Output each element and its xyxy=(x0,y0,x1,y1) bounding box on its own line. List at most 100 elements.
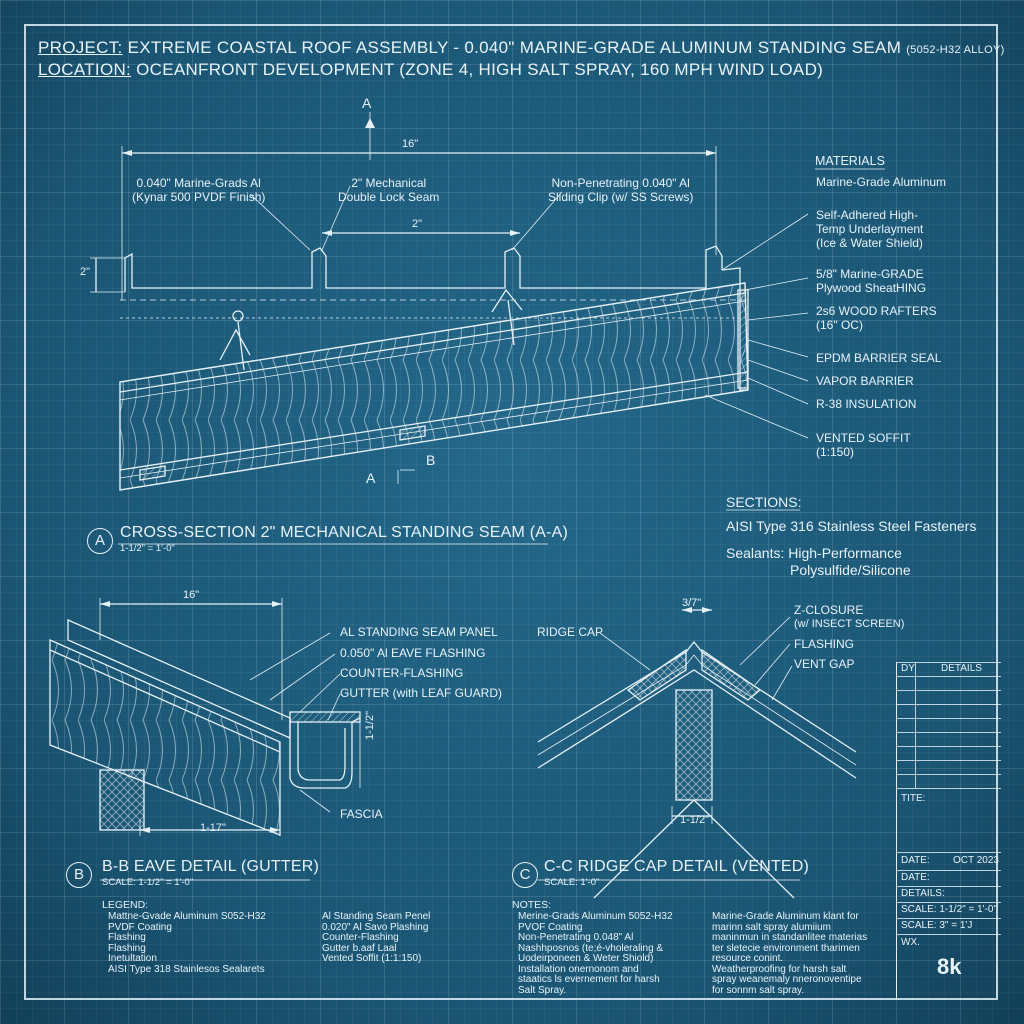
section-cc-drawing xyxy=(537,609,857,899)
note-item: Marine-Grade Aluminum klant for xyxy=(712,911,859,922)
note-item: Non-Penetrating 0.048" Al xyxy=(518,932,634,943)
cc-callout-vent-gap: VENT GAP xyxy=(794,657,855,671)
section-bubble-c: C xyxy=(512,862,538,888)
legend-col-1: Mattne-Gvade Aluminum S052-H32 PVDF Coat… xyxy=(108,911,266,975)
cc-dim-bottom: 1-1/2" xyxy=(680,814,709,826)
bb-callout: FASCIA xyxy=(340,807,383,821)
tb-col-by: DY xyxy=(901,663,915,674)
notes-heading: NOTES: xyxy=(512,899,552,911)
bb-callout: AL STANDING SEAM PANEL xyxy=(340,625,498,639)
tb-sheet-value: 8k xyxy=(937,954,962,979)
legend-item: PVDF Coating xyxy=(108,921,172,933)
tb-date-label: DATE: xyxy=(901,855,930,866)
legend-item: Al Standing Seam Penel xyxy=(322,911,431,922)
bb-callout: COUNTER-FLASHING xyxy=(340,666,464,680)
legend-item: 0.020" Al Savo Plashing xyxy=(322,921,429,933)
section-bubble-b: B xyxy=(66,862,92,888)
notes-col-1: Merine-Grads Aluminum 5052-H32 PVOF Coat… xyxy=(518,911,673,996)
note-item: maninmun in standanlitee materias xyxy=(712,932,868,943)
note-item: Nashhposnos (te;é-vholeraling & xyxy=(518,942,664,954)
drawing-border xyxy=(24,24,998,1000)
sections-sealants: Sealants: High-Performance xyxy=(726,545,902,561)
note-item: Uodeirponeen & Weter Shiold) xyxy=(518,953,654,964)
location-key: LOCATION: xyxy=(38,60,132,79)
section-bb-title: B-B EAVE DETAIL (GUTTER) xyxy=(102,858,319,875)
note-item: Salt Spray. xyxy=(518,984,567,996)
bb-callout: GUTTER (with LEAF GUARD) xyxy=(340,686,503,700)
material-item: 2s6 WOOD RAFTERS (16" OC) xyxy=(816,304,937,332)
tb-wx-label: WX. xyxy=(901,937,920,948)
section-aa-scale: 1-1/2" = 1'-0" xyxy=(120,543,175,554)
tb-tite-label: TITE: xyxy=(901,793,926,804)
note-item: spray weanemaly nneronoventipe xyxy=(712,974,862,985)
note-item: Installation onernonom and xyxy=(518,963,639,975)
note-item: Weatherproofing for harsh salt xyxy=(712,963,847,975)
section-marker-a-bottom: A xyxy=(366,470,376,486)
dim-height-2: 2" xyxy=(80,266,91,278)
cc-callout-ridge-cap: RIDGE CAP xyxy=(537,625,604,639)
section-marker-a-top: A xyxy=(362,95,372,111)
legend-item: Vented Soffit (1:1:150) xyxy=(322,953,422,964)
bb-dim-height: 1-1/2" xyxy=(364,711,376,740)
project-key: PROJECT: xyxy=(38,38,123,57)
legend-heading: LEGEND: xyxy=(102,899,149,911)
material-item: EPDM BARRIER SEAL xyxy=(816,351,942,365)
project-line: PROJECT: EXTREME COASTAL ROOF ASSEMBLY -… xyxy=(38,38,1005,58)
section-aa-title: CROSS-SECTION 2" MECHANICAL STANDING SEA… xyxy=(120,524,569,541)
material-item: 5/8" Marine-GRADE Plywood SheatHING xyxy=(816,267,927,295)
project-value: EXTREME COASTAL ROOF ASSEMBLY - 0.040" M… xyxy=(127,38,902,57)
material-item: Self-Adhered High- Temp Underlayment (Ic… xyxy=(816,208,924,250)
notes-col-2: Marine-Grade Aluminum klant for marinn s… xyxy=(712,911,868,996)
cc-callout-z-closure: Z-CLOSURE (w/ INSECT SCREEN) xyxy=(794,603,905,630)
callout-seam: 2" Mechanical Double Lock Seam xyxy=(338,176,440,204)
sections-fasteners: AISI Type 316 Stainless Steel Fasteners xyxy=(726,518,977,534)
note-item: PVOF Coating xyxy=(518,921,583,933)
note-item: staatics ls evernement for harsh xyxy=(518,974,660,985)
project-alloy: (5052-H32 ALLOY) xyxy=(906,44,1005,56)
bb-dim-bottom: 1-17" xyxy=(200,822,226,834)
section-bb-drawing xyxy=(49,598,361,881)
tb-scale-1: SCALE: 1-1/2" = 1'-0" xyxy=(901,904,998,915)
material-item: VAPOR BARRIER xyxy=(816,374,914,388)
tb-col-details: DETAILS xyxy=(941,663,982,674)
tb-date2-label: DATE: xyxy=(901,872,930,883)
cc-callout-flashing: FLASHING xyxy=(794,637,855,651)
legend-item: Gutter b.aaf Laal xyxy=(322,942,397,954)
bb-callout: 0.050" Al EAVE FLASHING xyxy=(340,646,486,660)
sections-heading: SECTIONS: xyxy=(726,494,802,510)
legend-item: Flashing xyxy=(108,942,146,954)
tb-date-value: OCT 2023 xyxy=(953,855,999,866)
legend-item: Mattne-Gvade Aluminum S052-H32 xyxy=(108,911,266,922)
material-item: R-38 INSULATION xyxy=(816,397,917,411)
legend-item: Counter-Flashing xyxy=(322,932,399,943)
section-aa-drawing xyxy=(90,112,885,491)
title-block: DY DETAILS TITE: DATE: OCT 2023 DATE: DE… xyxy=(896,662,1001,1000)
location-line: LOCATION: OCEANFRONT DEVELOPMENT (ZONE 4… xyxy=(38,60,823,80)
section-marker-b: B xyxy=(426,452,436,468)
location-value: OCEANFRONT DEVELOPMENT (ZONE 4, HIGH SAL… xyxy=(136,60,824,79)
legend-item: AISI Type 318 Stainlesos Sealarets xyxy=(108,963,265,975)
section-bubble-a: A xyxy=(87,528,113,554)
sections-sealants-2: Polysulfide/Silicone xyxy=(790,562,911,578)
note-item: Merine-Grads Aluminum 5052-H32 xyxy=(518,911,673,922)
material-item: Marine-Grade Aluminum xyxy=(816,175,947,189)
material-item: VENTED SOFFIT (1:150) xyxy=(816,431,911,459)
tb-details-label: DETAILS: xyxy=(901,888,945,899)
callout-clip: Non-Penetrating 0.040" Al Sliding Clip (… xyxy=(548,176,694,204)
note-item: marinn salt spray alumiium xyxy=(712,921,831,933)
dim-seam-2: 2" xyxy=(412,218,423,230)
note-item: ter sletecie environment tharimen xyxy=(712,942,860,954)
note-item: for sonnm salt spray. xyxy=(712,984,805,996)
legend-item: Inetultation xyxy=(108,953,157,964)
dim-width-16: 16" xyxy=(402,138,419,150)
note-item: resource conint. xyxy=(712,953,784,964)
cc-dim-top: 3/7" xyxy=(682,597,702,609)
section-bb-scale: SCALE: 1-1/2" = 1'-0" xyxy=(102,877,194,888)
materials-heading: MATERIALS xyxy=(815,154,885,168)
legend-col-2: Al Standing Seam Penel 0.020" Al Savo Pl… xyxy=(322,911,431,965)
section-cc-scale: SCALE: 1'-0" xyxy=(544,877,600,888)
bb-dim-top: 16" xyxy=(183,589,200,601)
tb-scale-2: SCALE: 3" = 1'J xyxy=(901,920,973,931)
